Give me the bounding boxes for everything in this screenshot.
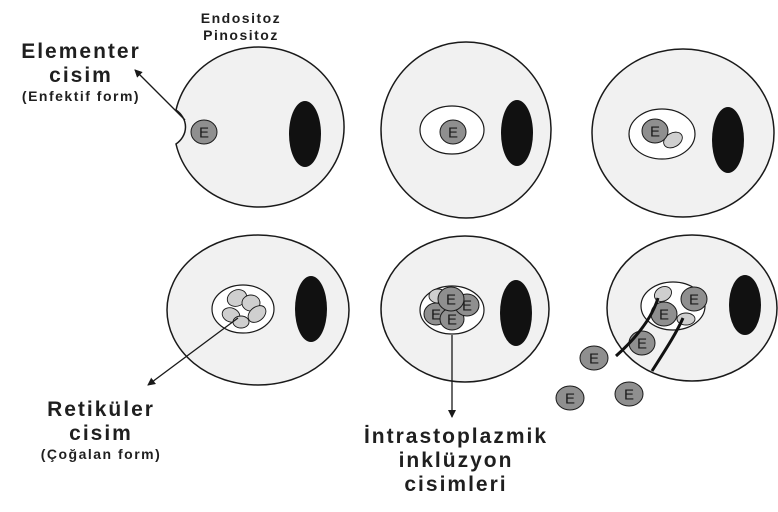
inclusion-label-line1: İntrastoplazmik bbox=[336, 425, 576, 449]
cell-2-nucleus bbox=[501, 100, 533, 166]
endocytosis-label-line2: Pinositoz bbox=[188, 27, 294, 44]
reticulate-label-line3: (Çoğalan form) bbox=[22, 446, 180, 463]
cell-6-nucleus bbox=[729, 275, 761, 335]
elementary-body-label: E bbox=[199, 125, 209, 142]
elementary-body-label: E bbox=[447, 312, 457, 329]
reticulate-label-line1: Retiküler bbox=[22, 398, 180, 422]
elementary-body-label: E bbox=[624, 387, 634, 404]
reticulate-body-label: Retiküler cisim (Çoğalan form) bbox=[22, 398, 180, 463]
elementary-label-line2: cisim bbox=[2, 64, 160, 88]
inclusion-label-line2: inklüzyon bbox=[336, 449, 576, 473]
elementary-body: E bbox=[438, 287, 464, 311]
elementary-body-label: E bbox=[589, 351, 599, 368]
elementary-body-label: E bbox=[659, 307, 669, 324]
inclusion-label-line3: cisimleri bbox=[336, 473, 576, 497]
cell-2: E bbox=[381, 42, 551, 218]
elementary-label-line3: (Enfektif form) bbox=[2, 88, 160, 105]
endocytosis-label-line1: Endositoz bbox=[188, 10, 294, 27]
reticulate-body bbox=[233, 316, 249, 328]
elementary-body-label: E bbox=[431, 307, 441, 324]
endocytosis-label: Endositoz Pinositoz bbox=[188, 10, 294, 44]
elementary-body: E bbox=[642, 119, 668, 143]
elementary-body: E bbox=[629, 331, 655, 355]
reticulate-label-line2: cisim bbox=[22, 422, 180, 446]
cell-1-endocytosis: E bbox=[176, 47, 344, 207]
cell-4-reticulate bbox=[167, 235, 349, 385]
elementary-body: E bbox=[615, 382, 643, 406]
inclusion-body-label: İntrastoplazmik inklüzyon cisimleri bbox=[336, 425, 576, 497]
cell-5-nucleus bbox=[500, 280, 532, 346]
elementary-body-label: Elementer cisim (Enfektif form) bbox=[2, 40, 160, 105]
elementary-body-label: E bbox=[448, 125, 458, 142]
elementary-body-label: E bbox=[689, 292, 699, 309]
cell-4-nucleus bbox=[295, 276, 327, 342]
cell-6-release: E E E bbox=[607, 235, 777, 381]
cell-3: E bbox=[592, 49, 774, 217]
cell-1-nucleus bbox=[289, 101, 321, 167]
elementary-body-label: E bbox=[446, 292, 456, 309]
elementary-body-label: E bbox=[650, 124, 660, 141]
elementary-label-line1: Elementer bbox=[2, 40, 160, 64]
elementary-body: E bbox=[580, 346, 608, 370]
elementary-body: E bbox=[556, 386, 584, 410]
cell-3-nucleus bbox=[712, 107, 744, 173]
cell-5-inclusion: E E E E bbox=[381, 236, 549, 382]
elementary-body: E bbox=[191, 120, 217, 144]
elementary-body: E bbox=[440, 120, 466, 144]
elementary-body-label: E bbox=[565, 391, 575, 408]
elementary-body-label: E bbox=[637, 336, 647, 353]
elementary-body: E bbox=[681, 287, 707, 311]
